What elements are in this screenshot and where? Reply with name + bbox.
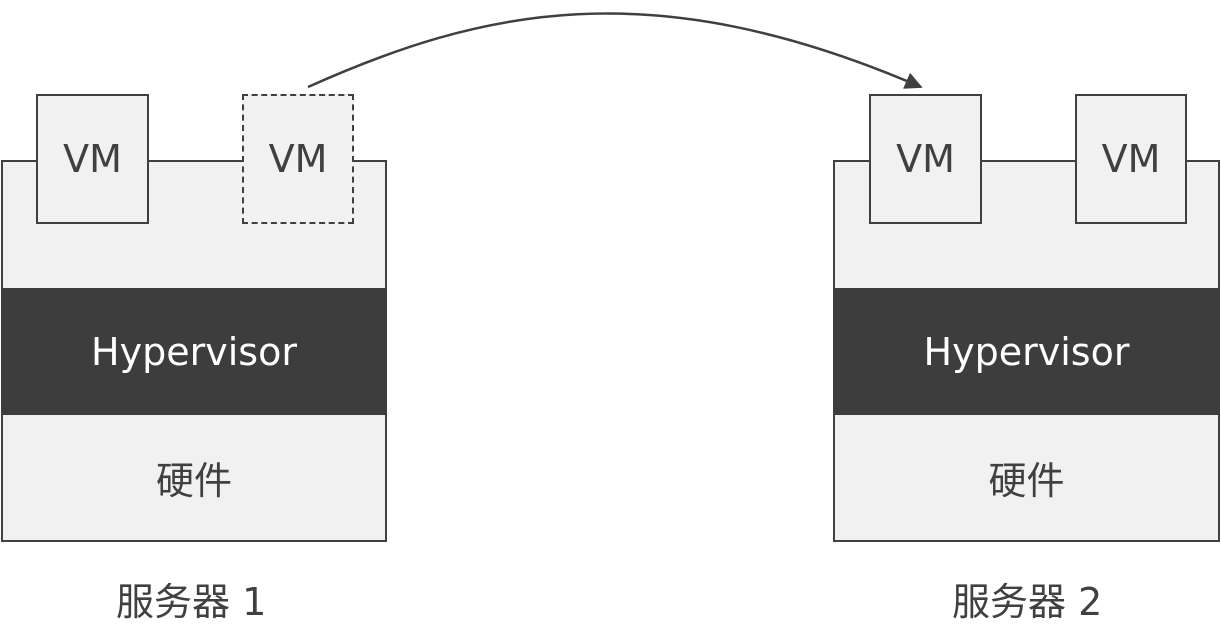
server-1-hypervisor-label: Hypervisor — [91, 329, 297, 374]
server-1-vm-layer — [1, 160, 387, 288]
server-2-vm-2: VM — [1075, 94, 1187, 224]
server-2-hypervisor-label: Hypervisor — [923, 329, 1130, 374]
server-2-hardware: 硬件 — [833, 415, 1220, 542]
server-2-caption: 服务器 2 — [952, 580, 1103, 624]
server-1-hypervisor: Hypervisor — [1, 288, 387, 415]
server-1-vm-2-migrating: VM — [242, 94, 354, 224]
server-1-caption: 服务器 1 — [116, 580, 267, 624]
server-1-vm-1-label: VM — [63, 137, 122, 181]
server-2-vm-layer — [833, 160, 1220, 288]
server-1-vm-1: VM — [36, 94, 149, 224]
server-2-vm-1: VM — [869, 94, 982, 224]
server-2-vm-2-label: VM — [1101, 137, 1161, 181]
server-2-hypervisor: Hypervisor — [833, 288, 1220, 415]
server-2-vm-1-label: VM — [896, 137, 955, 181]
server-1-hardware: 硬件 — [1, 415, 387, 542]
server-1-vm-2-label: VM — [268, 137, 328, 181]
server-2-hardware-label: 硬件 — [988, 459, 1065, 503]
migration-arrow-path — [307, 12, 923, 89]
server-1-hardware-label: 硬件 — [155, 459, 232, 503]
